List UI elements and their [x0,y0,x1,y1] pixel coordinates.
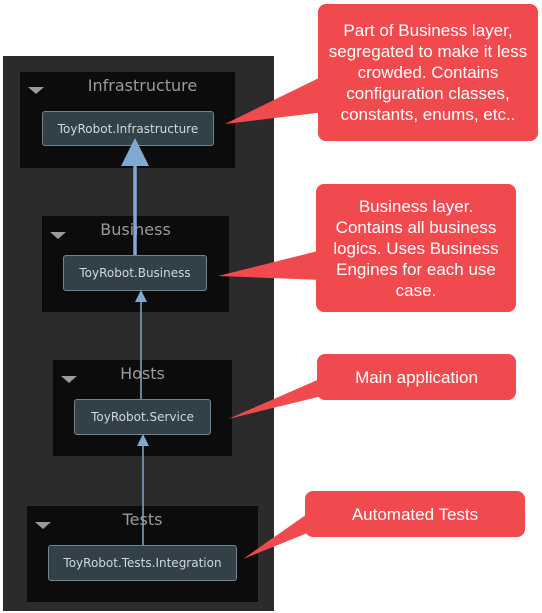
callout-text-infrastructure: Part of Business layer, segregated to ma… [328,21,528,124]
callout-text-business: Business layer. Contains all business lo… [333,196,499,300]
group-title: Tests [122,510,163,529]
node-toyrobot-tests-integration[interactable]: ToyRobot.Tests.Integration [48,545,237,581]
node-toyrobot-service[interactable]: ToyRobot.Service [74,399,211,435]
collapse-chevron-icon[interactable] [50,232,66,239]
group-title: Hosts [120,364,165,383]
group-title: Business [100,220,171,239]
collapse-chevron-icon[interactable] [61,376,77,383]
collapse-chevron-icon[interactable] [28,87,44,94]
callout-text-tests: Automated Tests [351,504,479,524]
node-toyrobot-infrastructure[interactable]: ToyRobot.Infrastructure [42,111,214,146]
node-toyrobot-business[interactable]: ToyRobot.Business [63,255,207,291]
callout-text-hosts: Main application [355,367,478,387]
group-title: Infrastructure [87,76,198,95]
collapse-chevron-icon[interactable] [35,522,51,529]
